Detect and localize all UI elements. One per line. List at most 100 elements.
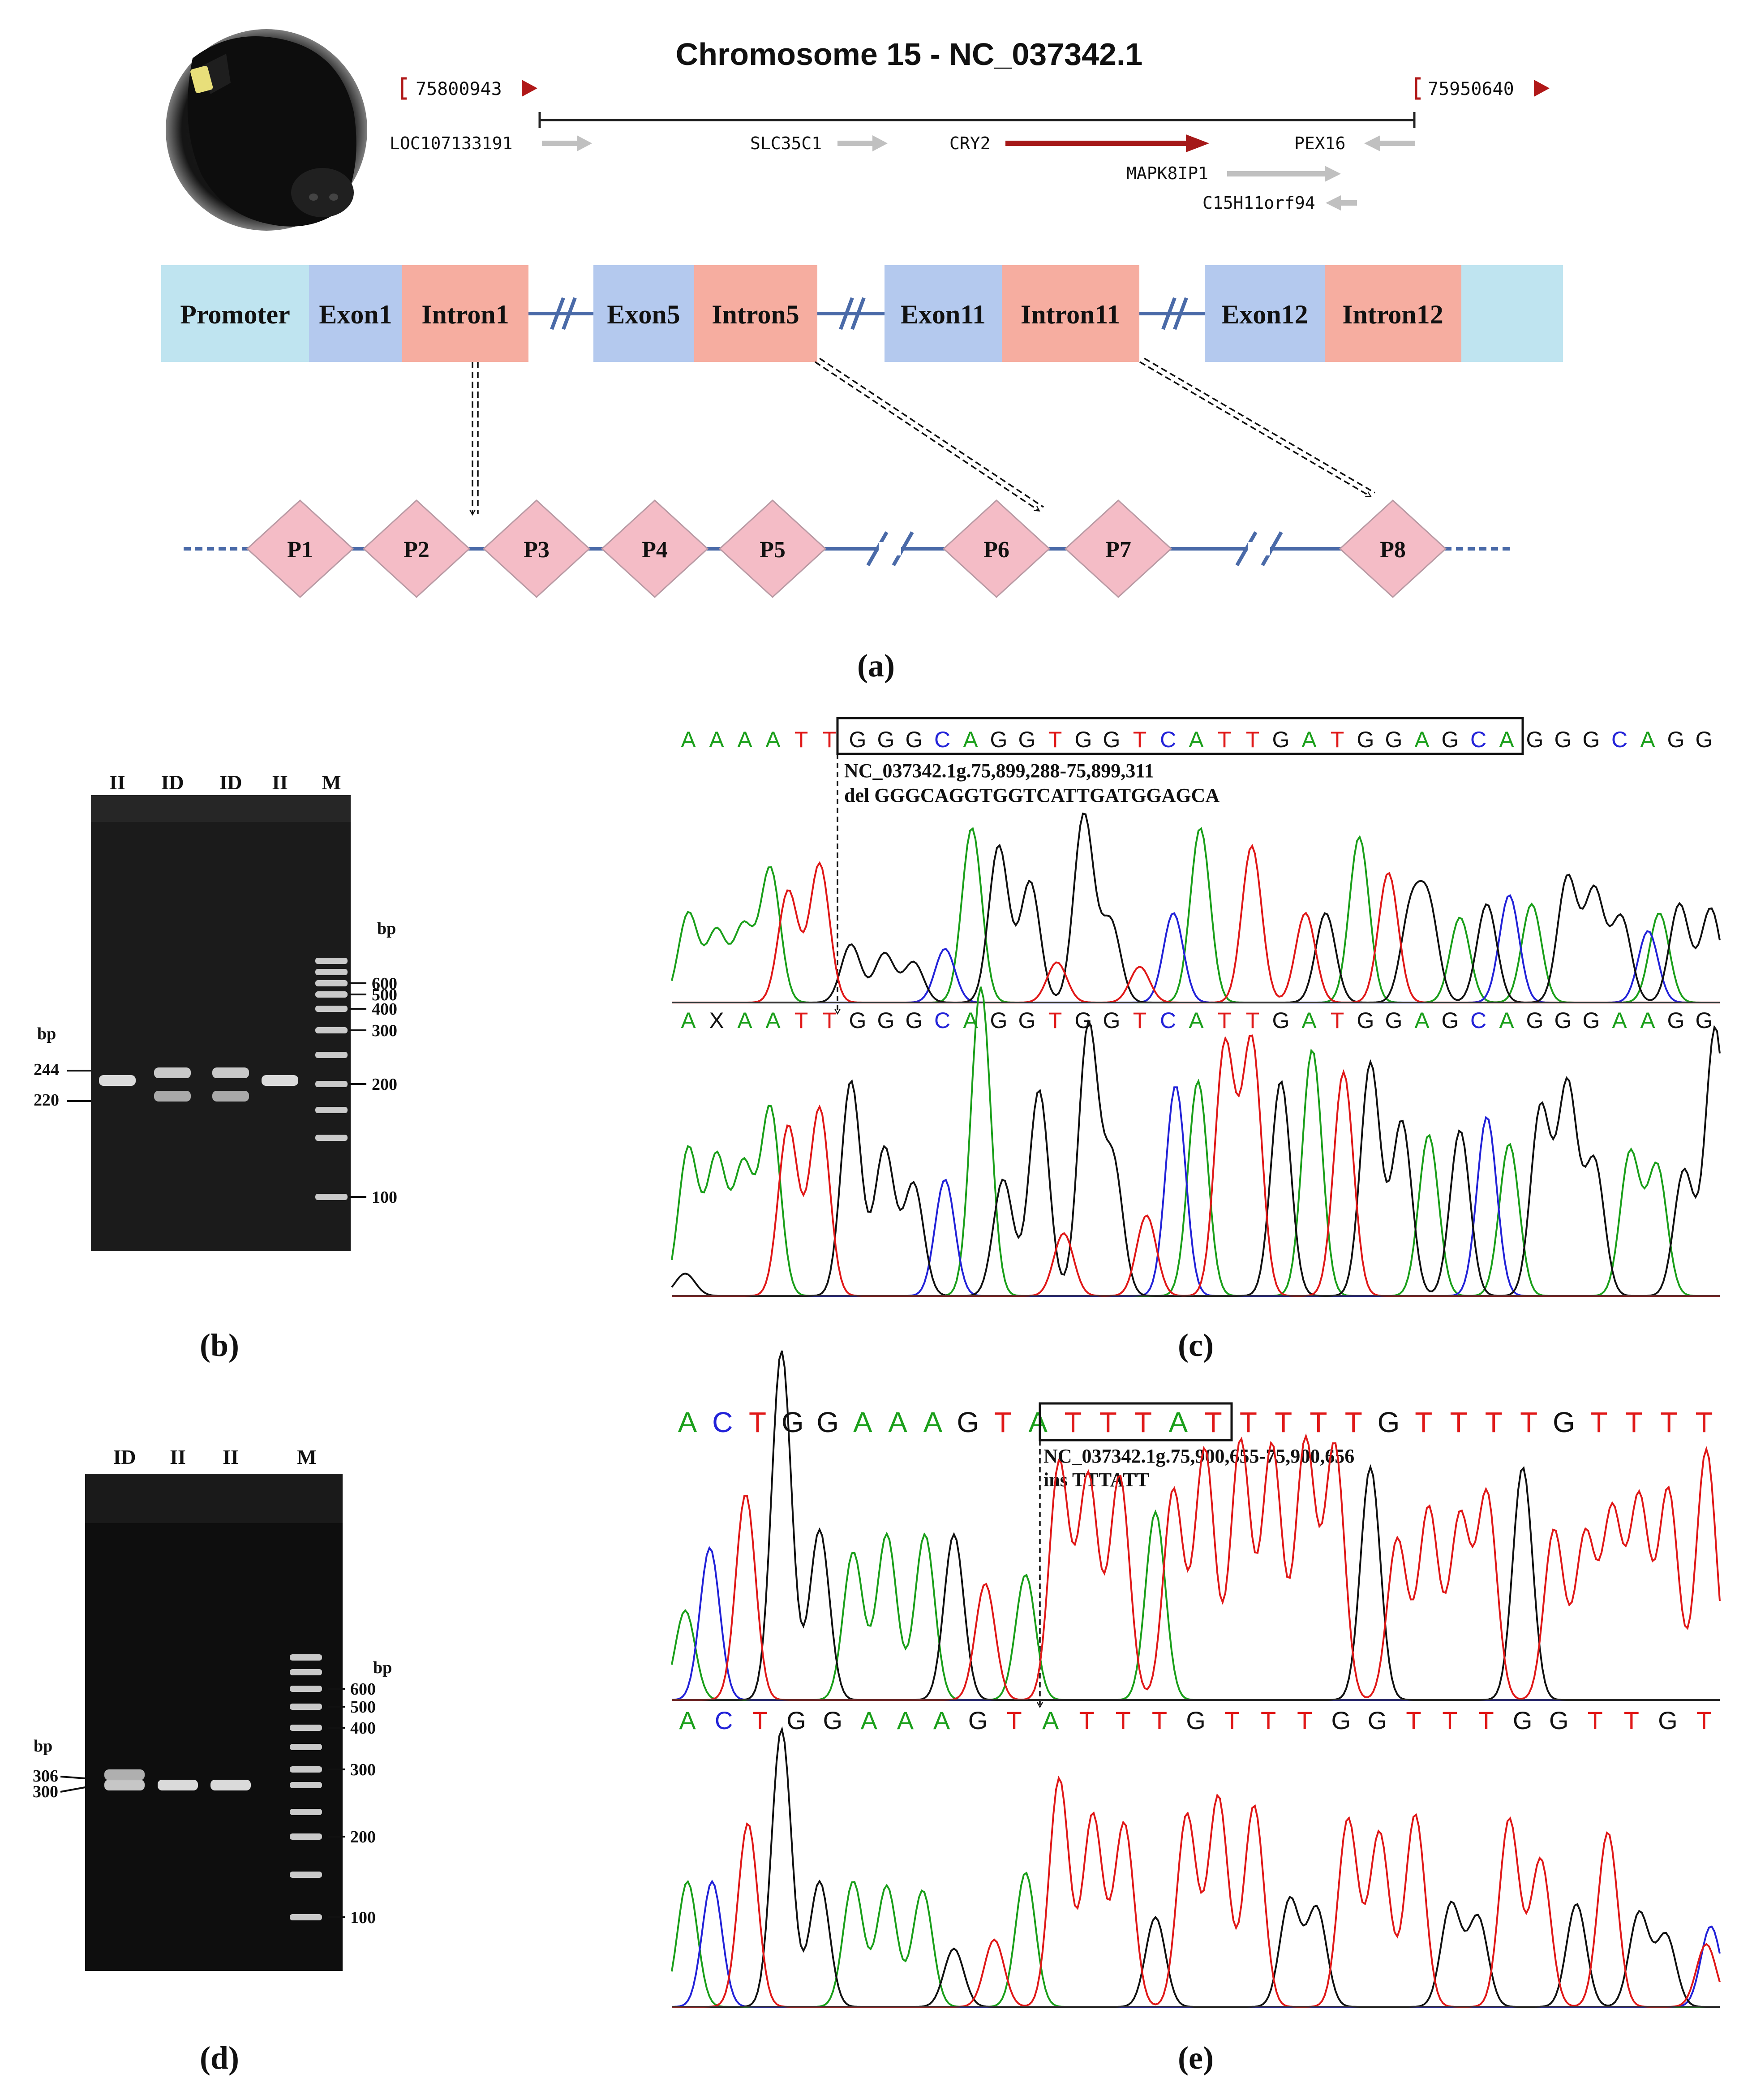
gel-band [99,1075,136,1086]
marker-bp-unit: bp [377,919,396,938]
base-call: G [1667,727,1685,752]
site-label: P2 [404,537,429,563]
marker-size-label: 400 [372,1000,397,1019]
site-label: P3 [524,537,550,563]
base-call: T [1246,727,1260,752]
svg-text:CRY2: CRY2 [949,133,991,153]
gel-band [212,1091,249,1102]
site-label: P8 [1380,537,1406,563]
svg-text:C15H11orf94: C15H11orf94 [1202,193,1315,213]
base-call: G [1272,1008,1290,1033]
sample-size-labels: 306 300 [33,1767,86,1801]
exon1-box [309,265,402,362]
base-call: A [933,1706,950,1734]
base-call: T [1415,1406,1432,1438]
base-call: A [1042,1706,1059,1734]
base-call: T [1625,1406,1643,1438]
marker-bp-unit: bp [373,1658,392,1677]
intron5-label: Intron5 [712,300,799,329]
base-call: A [1499,1008,1514,1033]
base-call: T [1134,1406,1152,1438]
base-call: G [1526,1008,1544,1033]
trace-t [672,1433,1721,1701]
marker-size-label: 600 [372,974,397,993]
marker-band [315,1006,348,1012]
base-call: T [1450,1406,1468,1438]
base-call: T [1048,1008,1062,1033]
trace-a [671,986,1720,1297]
intron1-label: Intron1 [421,300,509,329]
base-call: G [823,1706,843,1734]
gel-bands [99,1067,298,1102]
base-call: T [1310,1406,1327,1438]
base-call: G [1018,1008,1036,1033]
marker-band [315,1107,348,1113]
svg-text:244: 244 [34,1060,59,1079]
base-call: A [897,1706,914,1734]
marker-band [315,958,348,964]
base-call: T [1695,1406,1713,1438]
base-call: A [1189,727,1204,752]
base-call: G [1554,1008,1572,1033]
base-call: G [1385,727,1403,752]
base-call: G [877,727,895,752]
panel-e-label: (e) [1178,2040,1214,2076]
base-call: A [853,1406,872,1438]
base-call: G [849,727,867,752]
marker-size-label: 300 [372,1021,397,1040]
base-call: T [1660,1406,1678,1438]
start-coordinate-marker: 75800943 [401,77,537,100]
base-call: G [849,1008,867,1033]
marker-band [315,980,348,986]
gel-bands [104,1769,251,1790]
exon12-label: Exon12 [1221,300,1308,329]
lane-label: ID [113,1446,136,1468]
exon11-label: Exon11 [901,300,986,329]
base-call: G [1103,727,1121,752]
marker-band [290,1872,322,1878]
site-p8: P8 [1339,499,1447,598]
panel-a: Chromosome 15 - NC_037342.1 75800943 759… [159,25,1563,684]
base-call: C [1470,1008,1486,1033]
base-call: A [888,1406,907,1438]
trace-c [671,1880,1721,2008]
base-call: A [1169,1406,1188,1438]
base-call: A [1301,727,1317,752]
base-call: A [923,1406,943,1438]
marker-size-label: 400 [350,1719,376,1738]
lane-label: II [223,1446,239,1468]
base-call: T [1696,1706,1712,1734]
base-call: T [1152,1706,1167,1734]
base-call: G [1526,727,1544,752]
base-call: T [1297,1706,1312,1734]
site-label: P1 [287,537,313,563]
intron5-box [694,265,817,362]
gene-cry2: CRY2 [949,133,1209,153]
base-call: A [963,727,978,752]
base-call: T [1345,1406,1362,1438]
svg-text:300: 300 [33,1782,58,1801]
base-call: A [1028,1406,1048,1438]
base-call: C [934,1008,950,1033]
svg-text:220: 220 [34,1091,59,1110]
marker-size-label: 600 [350,1680,376,1699]
svg-text:306: 306 [33,1767,58,1786]
intron12-box [1325,265,1461,362]
base-call: X [709,1008,724,1033]
base-call: A [681,1008,696,1033]
base-call: G [1658,1706,1678,1734]
exon5-label: Exon5 [607,300,680,329]
base-call: G [1513,1706,1533,1734]
base-call: G [1357,1008,1374,1033]
base-call: T [752,1706,768,1734]
intron12-label: Intron12 [1342,300,1443,329]
gene-c15h11orf94: C15H11orf94 [1202,193,1357,213]
lane-label: II [170,1446,186,1468]
gene-slc35c1: SLC35C1 [750,133,888,153]
deletion-annotation-line2: del GGGCAGGTGGTCATTGATGGAGCA [844,784,1220,806]
